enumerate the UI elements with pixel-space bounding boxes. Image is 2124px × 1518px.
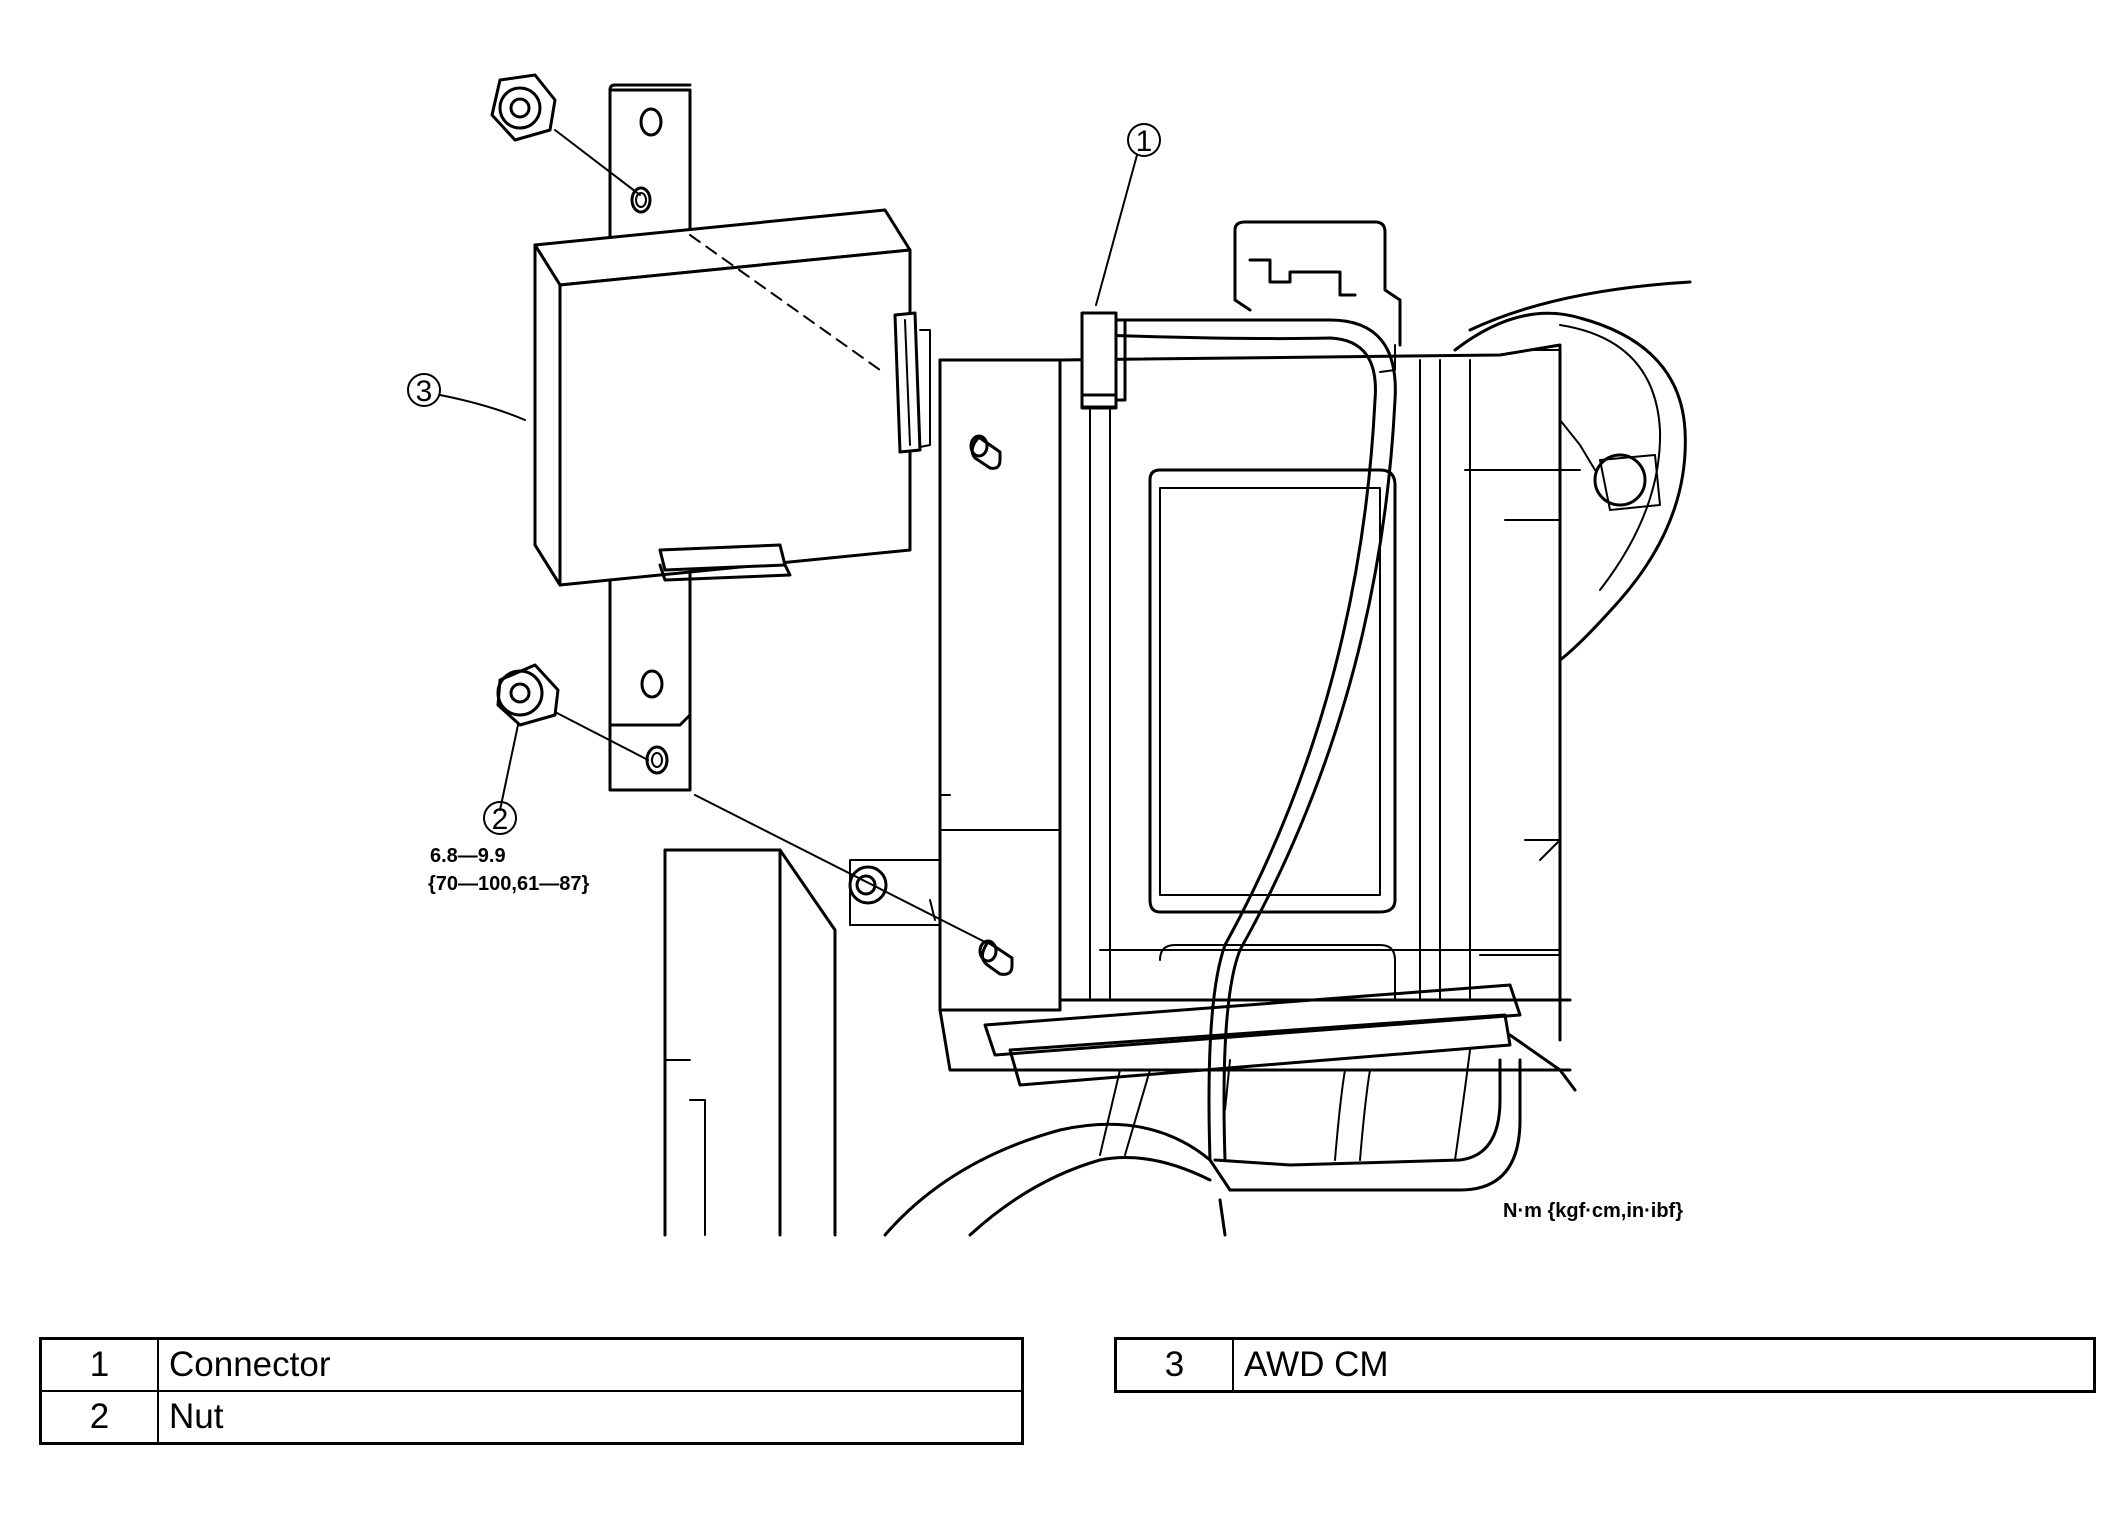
harness-wires: [883, 318, 1522, 1237]
guide-lines: [554, 129, 986, 943]
frame-bolt: [848, 865, 936, 921]
legend-number: 1: [39, 1337, 159, 1392]
nut-upper: [490, 73, 557, 142]
torque-alt-units: {70—100,61—87}: [428, 873, 589, 895]
upper-bracket: [1233, 220, 1402, 373]
svg-text:1: 1: [1136, 125, 1153, 158]
legend-row: 1 Connector: [39, 1337, 1024, 1392]
installation-diagram: 1 3 2 6.8—9.9 {70—100,61—87} N·m {kgf·cm…: [407, 73, 1692, 1237]
legend-table-right: 3 AWD CM: [1114, 1337, 2096, 1393]
callout-leaders: [439, 154, 1138, 811]
bracket-upper-hole: [630, 186, 652, 214]
callout-1: 1: [1127, 123, 1161, 158]
legend-row: 2 Nut: [39, 1390, 1024, 1445]
units-note: N·m {kgf·cm,in·ibf}: [1503, 1200, 1683, 1222]
callout-3: 3: [407, 373, 441, 408]
legend-table-left: 1 Connector 2 Nut: [39, 1337, 1024, 1445]
connector-part: [1080, 311, 1127, 410]
svg-text:3: 3: [416, 375, 433, 408]
legend-row: 3 AWD CM: [1114, 1337, 2096, 1393]
harness-rail: [983, 983, 1577, 1092]
torque-value: 6.8—9.9: [430, 845, 506, 867]
awd-cm-module: [533, 208, 931, 587]
legend-label: AWD CM: [1232, 1337, 2096, 1393]
stud-upper: [969, 434, 1002, 470]
lower-frame: [663, 794, 1061, 1237]
svg-text:2: 2: [492, 803, 509, 836]
stud-lower: [978, 939, 1014, 976]
nut-lower: [496, 663, 560, 727]
legend-number: 2: [39, 1390, 159, 1445]
legend-label: Nut: [157, 1390, 1024, 1445]
body-panel: [938, 343, 1572, 1072]
callout-2: 2: [483, 801, 517, 836]
pulley: [1453, 280, 1692, 861]
legend-label: Connector: [157, 1337, 1024, 1392]
legend-number: 3: [1114, 1337, 1234, 1393]
